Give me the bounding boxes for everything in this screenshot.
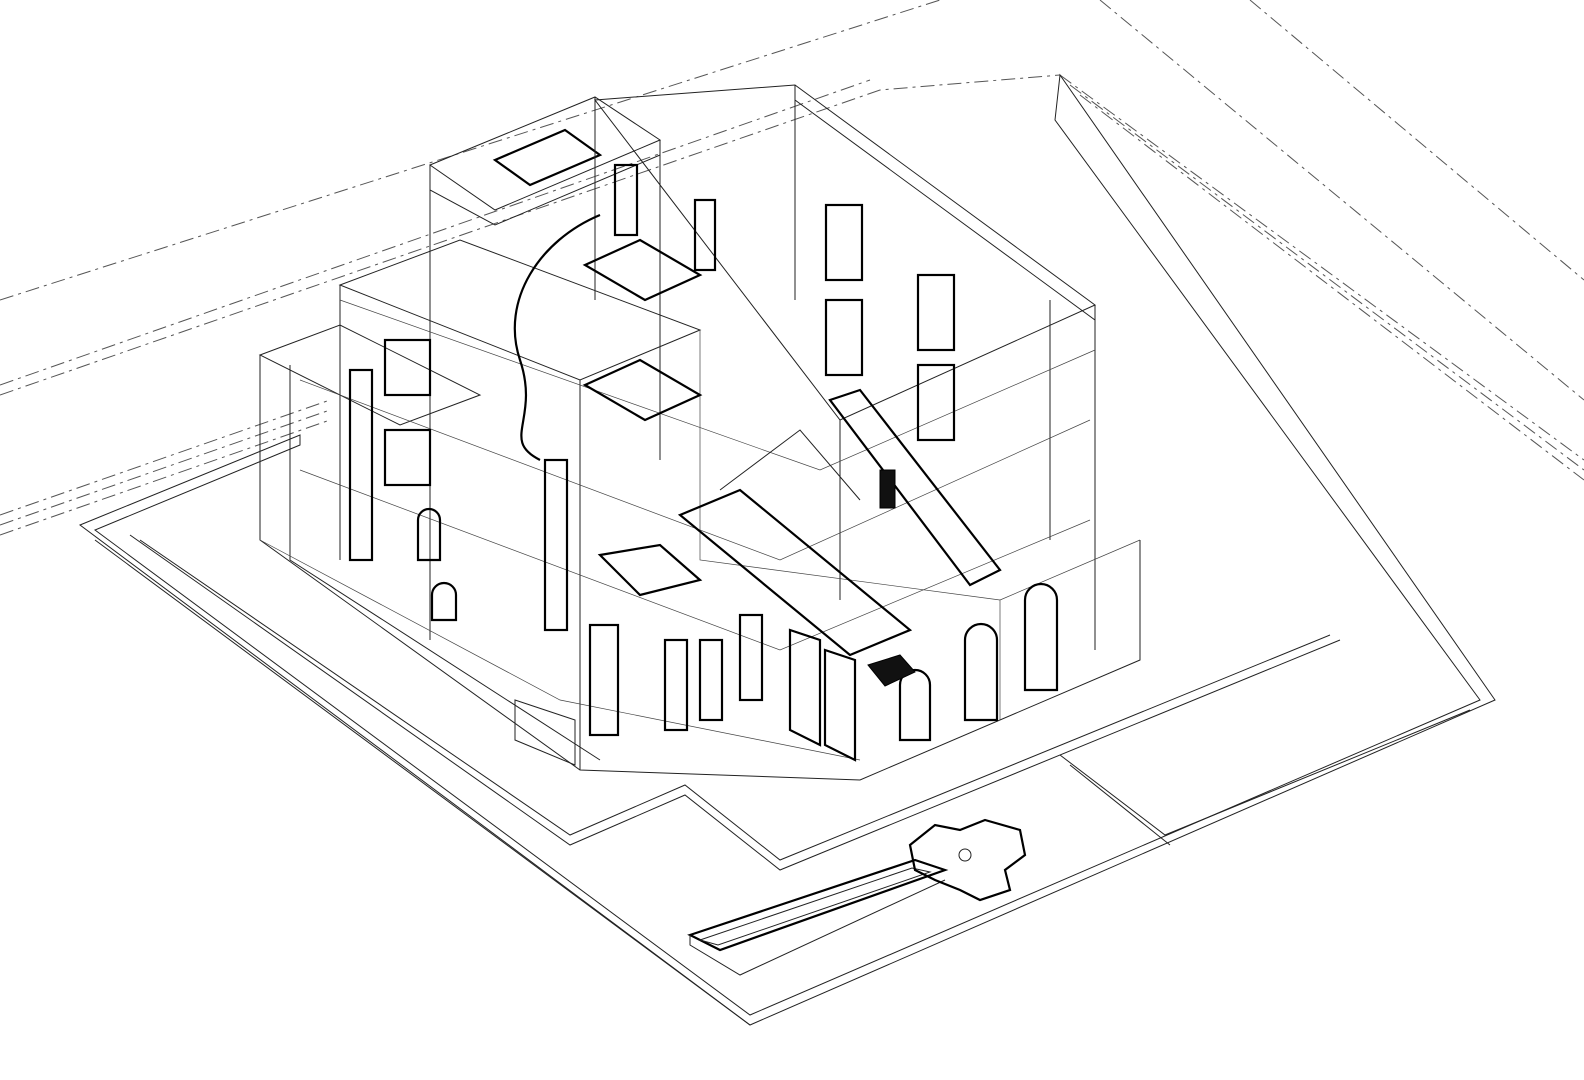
balcony-upper <box>582 238 703 302</box>
skylight <box>492 128 603 187</box>
spiral-stair <box>513 213 601 461</box>
star-fountain <box>908 818 1027 902</box>
atrium-skylight <box>597 543 703 597</box>
statue <box>879 469 896 509</box>
balcony-lower <box>582 358 703 422</box>
courtyard-roof <box>828 388 1002 587</box>
windows <box>348 163 956 737</box>
property-dashed-lines <box>0 0 1584 536</box>
garden-pool <box>687 818 1027 976</box>
shelving <box>788 469 1059 762</box>
courtyard-pool <box>677 488 913 657</box>
piano <box>867 654 916 687</box>
building <box>258 84 1141 781</box>
site-boundary <box>78 73 1496 1026</box>
